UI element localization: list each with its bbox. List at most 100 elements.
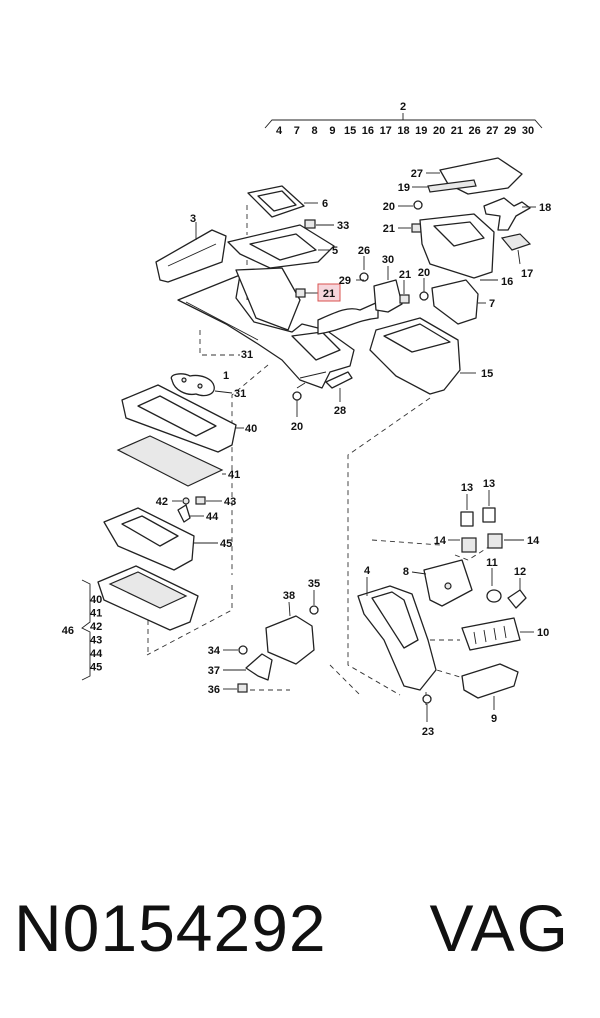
callout: 19 bbox=[398, 182, 410, 194]
group-2-number: 2 bbox=[400, 101, 406, 113]
callout: 33 bbox=[337, 220, 349, 232]
callout: 3 bbox=[190, 213, 196, 225]
part-21-clip bbox=[295, 288, 318, 298]
group-46-number: 46 bbox=[62, 625, 74, 637]
callout: 31 bbox=[234, 388, 246, 400]
group-2-member: 27 bbox=[486, 125, 498, 137]
part-28-bracket bbox=[325, 371, 353, 402]
callout: 12 bbox=[514, 566, 526, 578]
part-30-bezel bbox=[317, 266, 403, 335]
part-21-20-right bbox=[399, 278, 429, 304]
callout: 13 bbox=[483, 478, 495, 490]
part-10-vent bbox=[461, 617, 534, 651]
part-9-drawer bbox=[461, 663, 519, 710]
callout: 21 bbox=[399, 269, 411, 281]
group-2-member: 16 bbox=[362, 125, 374, 137]
callout: 9 bbox=[491, 713, 497, 725]
part-8-plate bbox=[411, 559, 473, 607]
callout: 11 bbox=[486, 557, 498, 569]
callout: 34 bbox=[208, 645, 221, 657]
group-46-member: 43 bbox=[90, 635, 102, 647]
callout: 31 bbox=[241, 349, 253, 361]
group-2-member: 7 bbox=[294, 125, 300, 137]
parts-14-switches bbox=[448, 533, 524, 553]
callout: 20 bbox=[291, 421, 303, 433]
callout: 41 bbox=[228, 469, 240, 481]
assembly-lines bbox=[146, 205, 501, 705]
callout: 15 bbox=[481, 368, 493, 380]
parts-34-37-36 bbox=[223, 645, 273, 693]
callout-21-highlighted: 21 bbox=[323, 288, 335, 300]
brand-name: VAG bbox=[429, 891, 570, 965]
part-38-bracket bbox=[265, 601, 315, 665]
callout: 38 bbox=[283, 590, 295, 602]
group-2-member: 4 bbox=[276, 125, 283, 137]
callout-labels: 3 6 33 5 26 29 21 30 21 20 27 19 20 21 1… bbox=[156, 168, 552, 738]
footer: N0154292 VAG bbox=[0, 880, 600, 1000]
callout: 30 bbox=[382, 254, 394, 266]
part-23-screw bbox=[422, 694, 432, 722]
group-2-member: 18 bbox=[397, 125, 409, 137]
part-20-bolt-left bbox=[292, 382, 306, 417]
callout: 45 bbox=[220, 538, 232, 550]
part-3-side-trim bbox=[155, 222, 227, 283]
group-46-member: 40 bbox=[90, 594, 102, 606]
callout: 27 bbox=[411, 168, 423, 180]
part-19-hinge bbox=[412, 179, 477, 193]
part-1-mat bbox=[170, 373, 233, 397]
group-2-member: 29 bbox=[504, 125, 516, 137]
callout: 29 bbox=[339, 275, 351, 287]
part-46-assembly bbox=[81, 565, 199, 681]
part-20-21-top bbox=[398, 200, 423, 233]
callout: 14 bbox=[434, 535, 447, 547]
group-2-member: 30 bbox=[522, 125, 534, 137]
callout: 42 bbox=[156, 496, 168, 508]
callout: 17 bbox=[521, 268, 533, 280]
callout: 16 bbox=[501, 276, 513, 288]
callout: 35 bbox=[308, 578, 320, 590]
highlight-box-21 bbox=[317, 283, 341, 302]
callout: 1 bbox=[223, 370, 229, 382]
part-26-29-screws bbox=[356, 256, 369, 282]
part-7-bin bbox=[431, 279, 486, 325]
callout: 44 bbox=[206, 511, 219, 523]
callout: 23 bbox=[422, 726, 434, 738]
callout: 18 bbox=[539, 202, 551, 214]
group-46-member: 42 bbox=[90, 621, 102, 633]
part-35-bolt bbox=[309, 590, 319, 615]
part-6-frame bbox=[247, 185, 318, 218]
callout: 43 bbox=[224, 496, 236, 508]
callout: 36 bbox=[208, 684, 220, 696]
part-5-upper-cover bbox=[227, 224, 335, 269]
group-2-member: 17 bbox=[380, 125, 392, 137]
callout: 40 bbox=[245, 423, 257, 435]
group-2-member: 21 bbox=[451, 125, 463, 137]
part-17-pad bbox=[500, 233, 532, 265]
part-45-tray bbox=[103, 507, 218, 571]
part-33-clip bbox=[304, 219, 334, 229]
callout: 14 bbox=[527, 535, 540, 547]
callout: 10 bbox=[537, 627, 549, 639]
group-2-member: 26 bbox=[468, 125, 480, 137]
callout: 6 bbox=[322, 198, 328, 210]
parts-11-12-sockets bbox=[486, 568, 527, 609]
callout: 7 bbox=[489, 298, 495, 310]
group-2-member: 8 bbox=[312, 125, 318, 137]
parts-13-switches bbox=[460, 490, 496, 527]
group-2-member: 20 bbox=[433, 125, 445, 137]
callout: 5 bbox=[332, 245, 338, 257]
callout: 28 bbox=[334, 405, 346, 417]
callout: 21 bbox=[383, 223, 395, 235]
parts-42-43-44 bbox=[172, 496, 222, 523]
part-16-storage-box bbox=[419, 213, 498, 281]
callout: 4 bbox=[364, 565, 371, 577]
part-40-tray bbox=[121, 384, 244, 453]
part-41-insert bbox=[116, 435, 226, 487]
callout: 20 bbox=[418, 267, 430, 279]
callout: 8 bbox=[403, 566, 409, 578]
callout: 20 bbox=[383, 201, 395, 213]
